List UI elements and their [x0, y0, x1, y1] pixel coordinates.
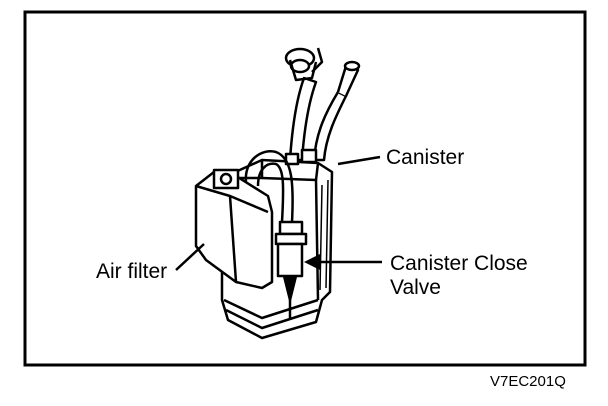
canister-label: Canister — [386, 146, 465, 169]
figure-code: V7EC201Q — [490, 373, 566, 390]
canister-close-valve-label: Canister Close — [390, 252, 528, 275]
canister-close-valve — [274, 220, 308, 318]
leader-lines — [175, 155, 382, 271]
air-filter-leader — [175, 243, 205, 271]
air-filter — [194, 168, 274, 290]
figure-border — [23, 10, 587, 367]
air-filter-label: Air filter — [96, 260, 168, 283]
vapor-hoses — [284, 47, 361, 166]
valve-arrow — [304, 254, 320, 270]
loop-hose — [244, 149, 294, 223]
canister-leader — [337, 155, 381, 166]
canister-close-valve-label-line2: Valve — [390, 276, 441, 299]
